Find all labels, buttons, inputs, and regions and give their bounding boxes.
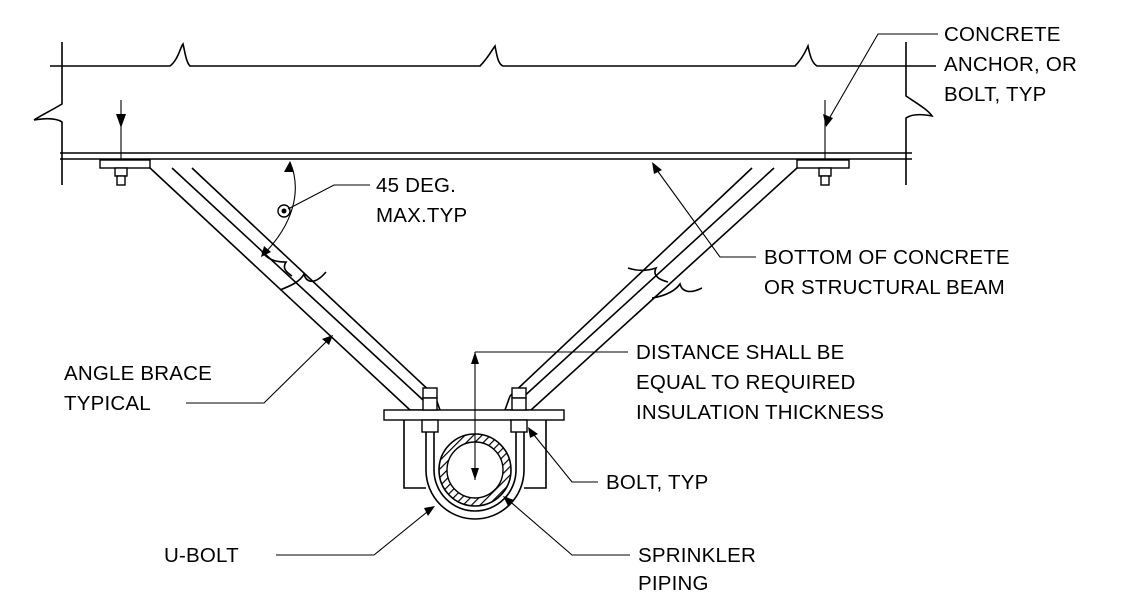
label-angle-max: 45 DEG. MAX.TYP: [376, 174, 467, 227]
svg-text:BOLT, TYP: BOLT, TYP: [944, 83, 1046, 106]
label-sprinkler-piping: SPRINKLER PIPING: [638, 544, 756, 595]
svg-text:PIPING: PIPING: [638, 572, 709, 595]
svg-text:DISTANCE SHALL BE: DISTANCE SHALL BE: [636, 341, 844, 364]
label-concrete-anchor: CONCRETE ANCHOR, OR BOLT, TYP: [944, 23, 1077, 106]
label-bottom-of-concrete: BOTTOM OF CONCRETE OR STRUCTURAL BEAM: [764, 246, 1010, 299]
label-bolt: BOLT, TYP: [606, 471, 708, 494]
label-angle-brace: ANGLE BRACE TYPICAL: [64, 362, 212, 415]
clamp-assembly: [383, 352, 565, 520]
svg-text:SPRINKLER: SPRINKLER: [638, 544, 756, 567]
svg-text:ANCHOR, OR: ANCHOR, OR: [944, 53, 1077, 76]
svg-text:INSULATION THICKNESS: INSULATION THICKNESS: [636, 401, 884, 424]
left-base-plate: [99, 100, 151, 186]
svg-text:TYPICAL: TYPICAL: [64, 392, 151, 415]
right-base-plate: [796, 100, 850, 186]
label-distance-note: DISTANCE SHALL BE EQUAL TO REQUIRED INSU…: [636, 341, 884, 424]
svg-text:BOTTOM OF CONCRETE: BOTTOM OF CONCRETE: [764, 246, 1010, 269]
svg-text:ANGLE BRACE: ANGLE BRACE: [64, 362, 212, 385]
svg-text:CONCRETE: CONCRETE: [944, 23, 1061, 46]
svg-text:EQUAL TO REQUIRED: EQUAL TO REQUIRED: [636, 371, 855, 394]
svg-text:BOLT, TYP: BOLT, TYP: [606, 471, 708, 494]
svg-text:45 DEG.: 45 DEG.: [376, 174, 456, 197]
label-u-bolt: U-BOLT: [164, 544, 239, 567]
angle-dimension: [261, 161, 296, 257]
svg-text:OR STRUCTURAL BEAM: OR STRUCTURAL BEAM: [764, 276, 1005, 299]
concrete-beam: [33, 42, 936, 185]
svg-text:U-BOLT: U-BOLT: [164, 544, 239, 567]
leader-lines: [116, 33, 938, 556]
svg-text:MAX.TYP: MAX.TYP: [376, 204, 467, 227]
